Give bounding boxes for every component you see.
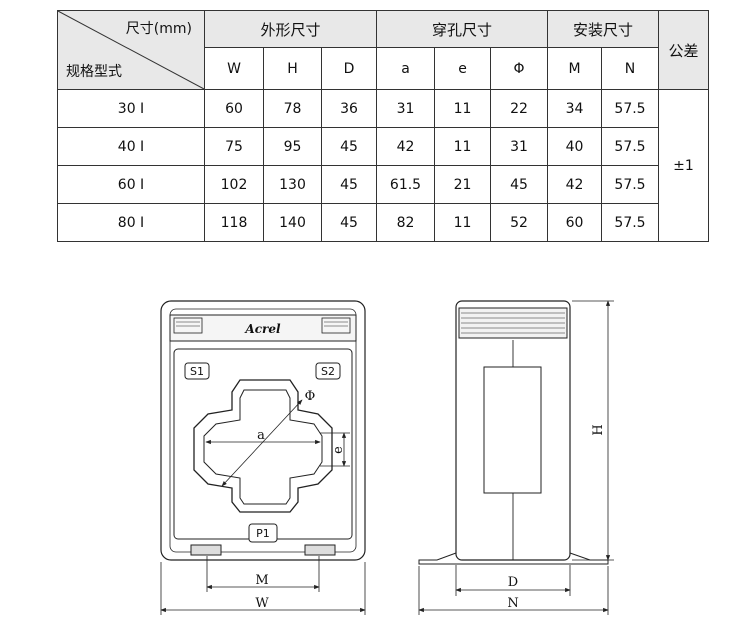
cell-h: 130 — [263, 165, 322, 204]
cell-phi: 22 — [490, 89, 548, 128]
group-header-outline: 外形尺寸 — [204, 10, 377, 48]
front-inner-body — [169, 308, 357, 553]
column-header-w: W — [204, 47, 264, 90]
table-row: 30 I 60 78 36 31 11 22 34 57.5 ±1 — [57, 89, 709, 242]
svg-text:P1: P1 — [256, 527, 270, 540]
cell-n: 57.5 — [601, 127, 659, 166]
cell-a: 61.5 — [376, 165, 435, 204]
cell-d: 45 — [321, 203, 377, 242]
cell-h: 95 — [263, 127, 322, 166]
brand-logo: Acrel — [244, 322, 281, 336]
table-row: 80 I 118 140 45 82 11 52 60 57.5 — [57, 203, 709, 242]
cell-h: 140 — [263, 203, 322, 242]
side-view — [418, 300, 609, 565]
label-w: W — [255, 596, 269, 611]
cell-w: 60 — [204, 89, 264, 128]
brand-band — [169, 314, 357, 342]
cell-phi: 52 — [490, 203, 548, 242]
label-e: e — [331, 446, 346, 454]
cell-m: 60 — [547, 203, 602, 242]
model-cell: 30 I — [57, 89, 205, 128]
cell-e: 11 — [434, 89, 491, 128]
corner-label-dimension: 尺寸(mm) — [125, 21, 192, 37]
left-clip — [173, 317, 203, 334]
svg-text:Acrel: Acrel — [244, 322, 281, 336]
cell-w: 118 — [204, 203, 264, 242]
cell-a: 42 — [376, 127, 435, 166]
dim-phi-line — [221, 399, 303, 487]
side-dimensions — [418, 300, 614, 615]
label-h: H — [591, 424, 606, 435]
group-header-tolerance: 公差 — [658, 10, 709, 90]
label-n: N — [507, 596, 518, 611]
primary-hole-outer — [193, 379, 333, 513]
right-clip — [321, 317, 351, 334]
right-foot — [304, 544, 336, 556]
cell-d: 45 — [321, 127, 377, 166]
column-header-h: H — [263, 47, 322, 90]
front-view — [160, 300, 366, 561]
left-foot — [190, 544, 222, 556]
table-corner-header: 尺寸(mm) 规格型式 — [57, 10, 205, 90]
front-dimensions — [160, 399, 366, 615]
front-outer-body — [160, 300, 366, 561]
terminal-s2: S2 — [315, 362, 341, 380]
cell-phi: 45 — [490, 165, 548, 204]
terminal-p1: P1 — [248, 523, 278, 543]
label-phi: Φ — [305, 389, 316, 404]
svg-text:S1: S1 — [190, 365, 204, 378]
side-mount-base — [418, 552, 609, 565]
spec-table: 尺寸(mm) 规格型式 外形尺寸 穿孔尺寸 安装尺寸 公差 W H D a e … — [57, 10, 709, 242]
side-window — [483, 366, 542, 494]
svg-text:S2: S2 — [321, 365, 335, 378]
label-a: a — [257, 428, 265, 443]
cell-n: 57.5 — [601, 203, 659, 242]
corner-label-model: 规格型式 — [66, 64, 122, 80]
column-header-m: M — [547, 47, 602, 90]
column-header-phi: Φ — [490, 47, 548, 90]
terminal-s1: S1 — [184, 362, 210, 380]
label-m: M — [255, 573, 268, 588]
column-header-a: a — [376, 47, 435, 90]
label-d: D — [508, 575, 518, 590]
cell-m: 34 — [547, 89, 602, 128]
cell-e: 11 — [434, 203, 491, 242]
cell-a: 82 — [376, 203, 435, 242]
cell-e: 11 — [434, 127, 491, 166]
cell-n: 57.5 — [601, 89, 659, 128]
corner-diagonal — [58, 11, 204, 89]
tolerance-value: ±1 — [658, 89, 709, 242]
cell-w: 102 — [204, 165, 264, 204]
